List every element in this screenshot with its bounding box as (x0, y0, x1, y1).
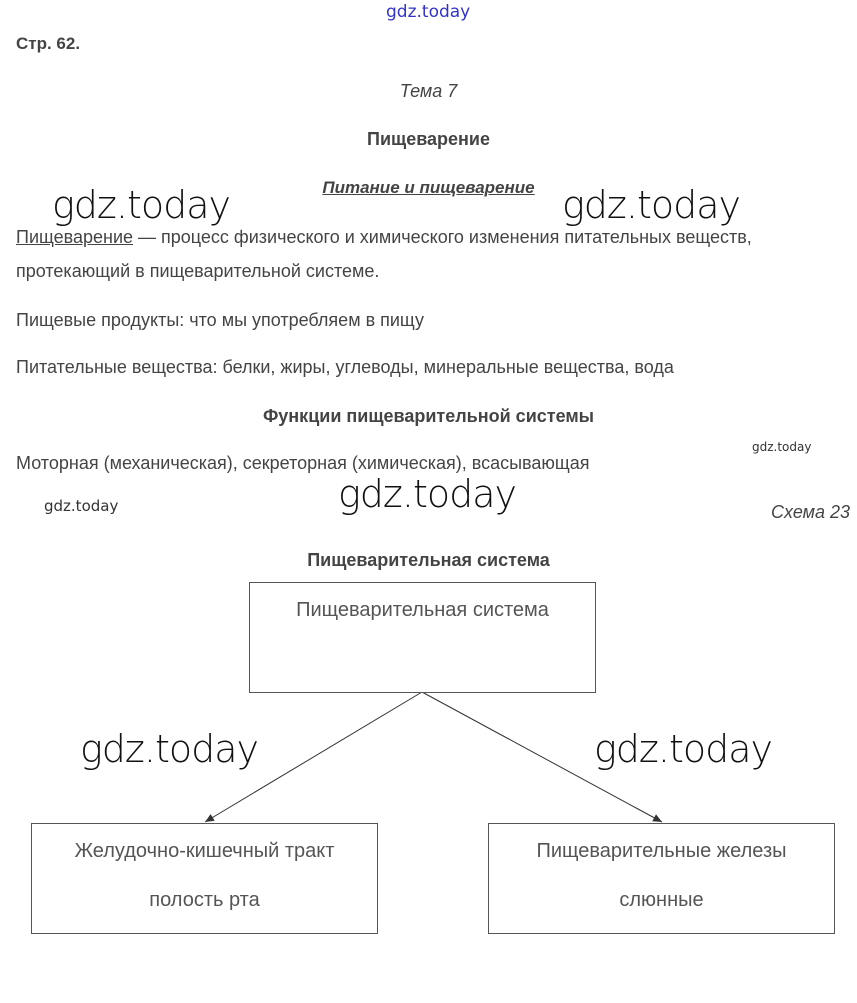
definition-text: — процесс физического и химического изме… (133, 227, 752, 247)
section-subtitle: Питание и пищеварение (322, 178, 535, 197)
watermark-big-left: gdz.today (52, 183, 231, 227)
definition-term: Пищеварение (16, 227, 134, 247)
page-title: Пищеварение (367, 129, 490, 149)
watermark-diagram-left: gdz.today (80, 727, 259, 771)
food-products-text: Пищевые продукты: что мы употребляем в п… (16, 310, 424, 330)
diagram-left-title: Желудочно-кишечный тракт (74, 840, 335, 862)
diagram-right-answer: слюнные (619, 889, 704, 911)
definition-line2: протекающий в пищеварительной системе. (16, 261, 380, 281)
watermark-top: gdz.today (386, 2, 471, 22)
diagram-left-box: Желудочно-кишечный тракт полость рта (31, 823, 378, 934)
watermark-small-left: gdz.today (44, 497, 119, 515)
functions-heading: Функции пищеварительной системы (262, 406, 595, 426)
watermark-big-right: gdz.today (562, 183, 741, 227)
topic-label: Тема 7 (399, 81, 458, 101)
arrow-right (421, 691, 663, 823)
scheme-label: Схема 23 (771, 502, 850, 522)
page-label: Стр. 62. (16, 34, 81, 53)
watermark-small-right: gdz.today (752, 440, 812, 454)
diagram-right-box: Пищеварительные железы слюнные (488, 823, 835, 934)
functions-text: Моторная (механическая), секреторная (хи… (16, 453, 590, 473)
diagram-left-answer: полость рта (149, 889, 260, 911)
diagram-heading: Пищеварительная система (307, 550, 550, 570)
definition-line1: Пищеварение — процесс физического и хими… (16, 227, 752, 248)
watermark-diagram-right: gdz.today (594, 727, 773, 771)
diagram-root-label: Пищеварительная система (296, 599, 549, 621)
diagram-root-box: Пищеварительная система (249, 582, 596, 693)
nutrients-text: Питательные вещества: белки, жиры, углев… (16, 357, 674, 377)
diagram-right-title: Пищеварительные железы (536, 840, 787, 862)
watermark-big-center: gdz.today (338, 472, 517, 516)
arrow-left (204, 691, 423, 823)
